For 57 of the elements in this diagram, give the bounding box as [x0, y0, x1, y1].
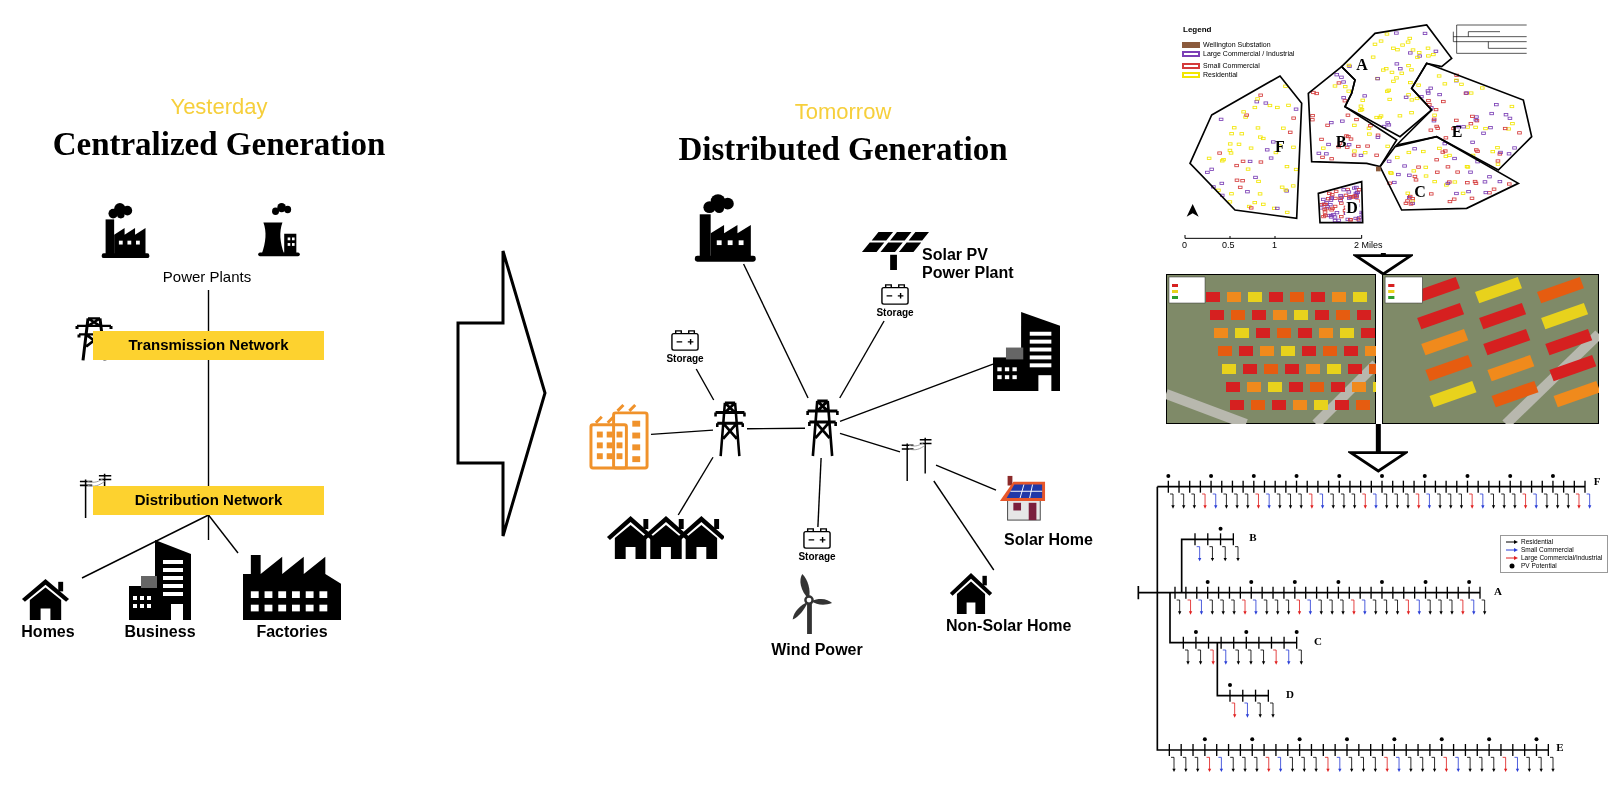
connector-line [817, 457, 822, 528]
row-houses-icon [606, 515, 724, 559]
apartment-building-icon [588, 403, 651, 470]
feeder-letter: D [1286, 689, 1294, 700]
aerial-photo-placeholder [1166, 274, 1376, 424]
region-letter: D [1345, 200, 1359, 216]
node-label: Non-Solar Home [946, 616, 1073, 636]
node-label: Power Plants [161, 267, 253, 287]
connector-line [839, 432, 901, 453]
region-letter: F [1275, 139, 1285, 155]
region-letter: B [1335, 134, 1347, 150]
region-letter: E [1451, 124, 1463, 140]
scale-label: 2 Miles [1354, 241, 1383, 250]
aerial-photo-placeholder [1382, 274, 1599, 424]
section-heading: Distributed Generation [678, 133, 1008, 166]
connector-line [207, 359, 210, 487]
transmission-tower-icon [805, 398, 840, 458]
connector-line [677, 456, 714, 516]
office-building-icon [993, 312, 1060, 391]
scale-label: 1 [1272, 241, 1277, 250]
connector-line [935, 464, 997, 491]
node-label: Factories [255, 622, 329, 642]
connector-line [207, 514, 239, 554]
connector-line [207, 289, 210, 332]
feeder-letter: E [1556, 742, 1564, 753]
scale-label: 0 [1182, 241, 1187, 250]
feeder-letter: C [1314, 636, 1322, 647]
connector-line [742, 263, 809, 399]
feeder-letter: B [1249, 532, 1257, 543]
node-label: Storage [797, 550, 837, 564]
node-label: Business [123, 622, 197, 642]
transmission-tower-icon [713, 400, 747, 458]
feeder-letter: A [1494, 586, 1502, 597]
network-band: Transmission Network [93, 331, 324, 360]
node-label: Storage [875, 306, 915, 320]
node-label: Homes [20, 622, 76, 642]
region-letter: A [1356, 57, 1368, 73]
connector-line [650, 429, 714, 436]
legend-title: Legend [1183, 26, 1212, 34]
block-arrow [1354, 253, 1413, 276]
section-heading: Centralized Generation [52, 128, 386, 161]
network-band: Distribution Network [93, 486, 324, 515]
connector-line [746, 427, 806, 430]
node-label: Storage [665, 352, 705, 366]
scale-label: 0.5 [1222, 241, 1235, 250]
node-label: Solar PV Power Plant [922, 246, 1015, 282]
connector-line [207, 514, 210, 541]
connector-line [81, 514, 210, 579]
connector-line [839, 320, 885, 399]
region-letter: C [1414, 184, 1426, 200]
era-subtitle: Yesterday [170, 96, 268, 118]
node-label: Wind Power [770, 640, 864, 660]
node-label: Solar Home [1004, 530, 1094, 550]
connector-line [695, 368, 715, 401]
era-subtitle: Tomorrow [794, 101, 892, 123]
block-arrow [1349, 424, 1408, 473]
connector-line [933, 480, 995, 571]
